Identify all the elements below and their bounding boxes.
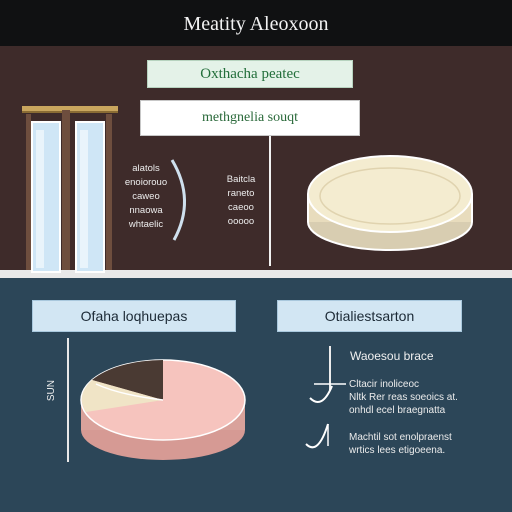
title-bar: Meatity Aleoxoon — [0, 0, 512, 46]
diagram-title: Meatity Aleoxoon — [183, 13, 329, 35]
bullet-heading: Waoesou brace — [350, 349, 434, 363]
bullet-text-1: Cltacir inoliceoc Nltk Rer reas soeoics … — [349, 379, 458, 416]
green-label: Oxthacha peatec — [147, 60, 353, 88]
divider-line — [0, 270, 512, 278]
right-section-label: Otialiestsarton — [277, 300, 462, 332]
bullet-text-2: Machtil sot enolpraenst wrtics lees etig… — [349, 432, 452, 456]
white-label: methgnelia souqt — [140, 100, 360, 136]
left-section-label: Ofaha loqhuepas — [32, 300, 236, 332]
note-right: Baitcla raneto caeoo ooooo — [226, 174, 256, 227]
vertical-side-label: SUN — [46, 380, 57, 402]
note-left: alatols enoiorouo caweo nnaowa whtaelic — [124, 163, 168, 230]
